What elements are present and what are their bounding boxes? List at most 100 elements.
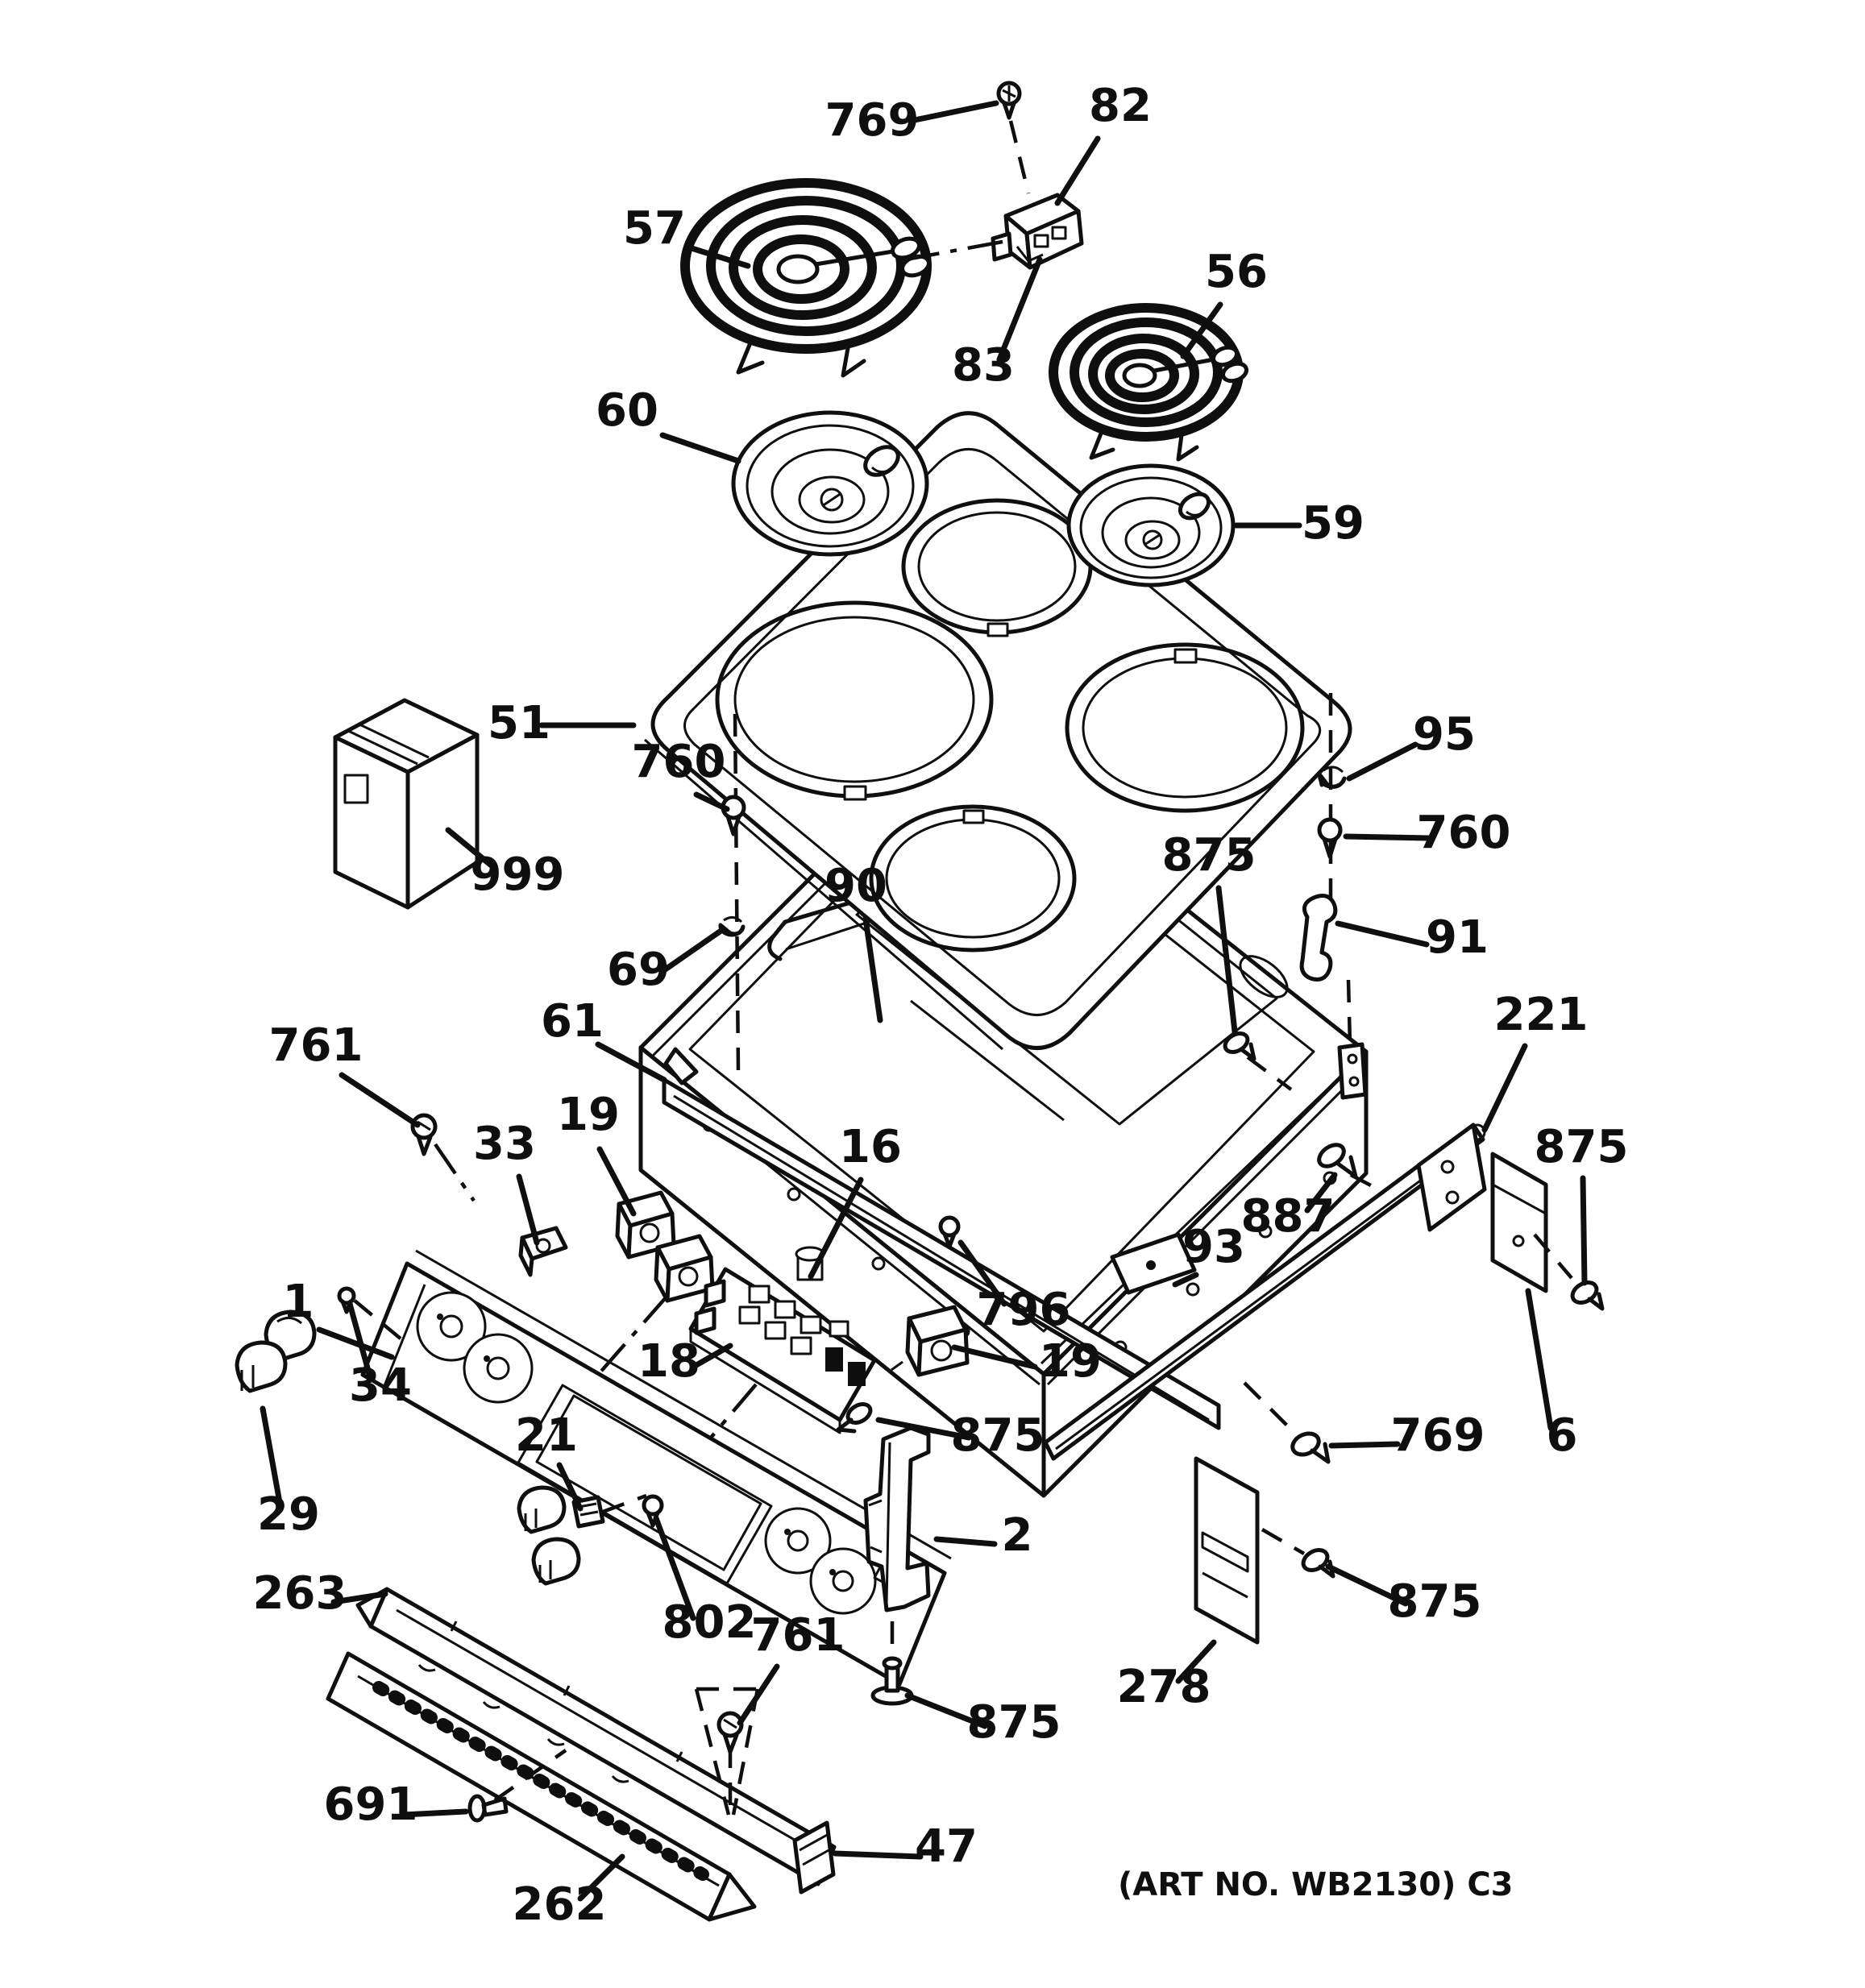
- screw-760-right: [1317, 817, 1343, 859]
- assembly-line-875-top: [1246, 1056, 1293, 1091]
- data-plate-93: [1110, 1232, 1197, 1295]
- callout-91-15: 91: [1335, 911, 1489, 964]
- leader-line-69-14: [661, 927, 725, 973]
- assembly-line-769-lower: [1243, 1381, 1291, 1430]
- callout-769-31: 769: [1328, 1409, 1485, 1462]
- callout-278-37: 278: [1117, 1639, 1217, 1713]
- support-bracket-6: [1490, 1152, 1548, 1293]
- callout-34-28: 34: [347, 1301, 412, 1412]
- callout-263-40: 263: [253, 1567, 388, 1620]
- assembly-guide-left: [694, 1688, 731, 1816]
- callout-56-4: 56: [1180, 246, 1268, 359]
- leader-line-278-37: [1175, 1639, 1217, 1684]
- callout-2-36: 2: [933, 1509, 1033, 1562]
- coil-element-57: [680, 178, 932, 378]
- callout-875-44: 875: [904, 1692, 1061, 1749]
- callout-label-691-41: 691: [324, 1778, 418, 1831]
- callout-label-2-36: 2: [1002, 1509, 1033, 1562]
- callout-29-32: 29: [257, 1405, 320, 1541]
- infinite-switch-19b: [891, 1305, 970, 1377]
- screw-875-bottom: [870, 1656, 914, 1706]
- leader-line-19-29: [951, 1344, 1038, 1370]
- leader-line-6-30: [1525, 1288, 1554, 1431]
- element-switch-82: [991, 193, 1084, 270]
- callout-label-6-30: 6: [1547, 1409, 1578, 1462]
- screw-875-lower-right: [1301, 1548, 1335, 1579]
- callout-6-30: 6: [1525, 1288, 1578, 1462]
- assembly-line-691: [493, 1749, 567, 1802]
- callout-95-12: 95: [1346, 708, 1476, 782]
- callout-label-56-4: 56: [1205, 246, 1268, 298]
- assembly-line-769-82: [1008, 120, 1031, 194]
- callout-761-39: 761: [737, 1609, 845, 1726]
- leader-line-2-36: [933, 1536, 998, 1547]
- assembly-line-875-right: [1533, 1233, 1573, 1280]
- leader-line-1-22: [316, 1326, 395, 1360]
- leader-line-761-18: [339, 1072, 421, 1128]
- leader-line-221-17: [1481, 1043, 1528, 1133]
- leader-line-875-33: [875, 1417, 972, 1441]
- end-cap-47: [792, 1820, 836, 1895]
- callout-label-33-19: 33: [473, 1118, 536, 1170]
- front-rail-61: [662, 1047, 1221, 1430]
- callout-18-23: 18: [638, 1335, 733, 1388]
- callout-label-760-13: 760: [1417, 807, 1511, 859]
- callout-887-24: 887: [1241, 1172, 1338, 1243]
- leader-line-263-40: [330, 1591, 388, 1605]
- assembly-guide-right: [731, 1688, 760, 1816]
- callout-label-16-21: 16: [839, 1121, 902, 1173]
- callout-875-35: 875: [1325, 1563, 1481, 1628]
- assembly-line-760-center: [733, 713, 741, 1073]
- assembly-line-switches: [596, 1294, 669, 1376]
- assembly-line-82-57: [905, 239, 1003, 262]
- callout-label-29-32: 29: [257, 1488, 320, 1541]
- callout-label-761-39: 761: [751, 1609, 845, 1662]
- callout-label-875-33: 875: [951, 1409, 1045, 1462]
- screw-769-lower: [1290, 1431, 1331, 1464]
- coil-element-56: [1049, 303, 1249, 462]
- callout-label-90-10: 90: [825, 860, 887, 912]
- vent-trim-262: [326, 1651, 757, 1922]
- leader-line-90-10: [862, 915, 883, 1023]
- callout-802-38: 802: [653, 1515, 757, 1649]
- callout-51-7: 51: [488, 697, 637, 749]
- leader-line-95-12: [1346, 741, 1418, 782]
- callout-875-33: 875: [875, 1409, 1045, 1462]
- callout-label-262-42: 262: [513, 1878, 607, 1931]
- callout-label-57-2: 57: [623, 202, 686, 255]
- box-999: [333, 698, 480, 910]
- callout-221-17: 221: [1481, 989, 1588, 1133]
- callout-262-42: 262: [513, 1853, 625, 1931]
- callout-label-761-18: 761: [269, 1019, 363, 1072]
- end-trim-2: [863, 1426, 931, 1612]
- leader-line-18-23: [693, 1343, 733, 1368]
- leader-line-802-38: [653, 1515, 696, 1621]
- callout-83-3: 83: [952, 256, 1043, 392]
- leader-line-262-42: [577, 1853, 625, 1902]
- screw-761-upper: [410, 1113, 438, 1156]
- callout-label-82-1: 82: [1089, 80, 1152, 132]
- callout-796-26: 796: [957, 1239, 1070, 1336]
- callout-label-802-38: 802: [663, 1596, 757, 1649]
- callout-label-875-44: 875: [967, 1696, 1061, 1749]
- leader-line-56-4: [1180, 301, 1223, 359]
- assembly-line-21: [602, 1493, 647, 1514]
- callout-label-21-34: 21: [515, 1409, 578, 1462]
- callout-label-34-28: 34: [349, 1359, 412, 1412]
- callout-label-875-27: 875: [1535, 1121, 1629, 1173]
- callout-label-1-22: 1: [283, 1276, 314, 1328]
- knob-clip-21: [517, 1485, 605, 1586]
- callout-label-83-3: 83: [952, 339, 1015, 392]
- callout-label-61-16: 61: [541, 995, 604, 1048]
- callout-93-25: 93: [1172, 1221, 1245, 1288]
- callout-19-20: 19: [557, 1089, 637, 1217]
- leader-line-82-1: [1054, 135, 1101, 206]
- callout-82-1: 82: [1054, 80, 1152, 206]
- leader-line-769-31: [1328, 1441, 1401, 1449]
- callout-875-27: 875: [1535, 1121, 1629, 1286]
- callout-label-887-24: 887: [1241, 1190, 1335, 1243]
- leader-line-875-44: [904, 1692, 988, 1729]
